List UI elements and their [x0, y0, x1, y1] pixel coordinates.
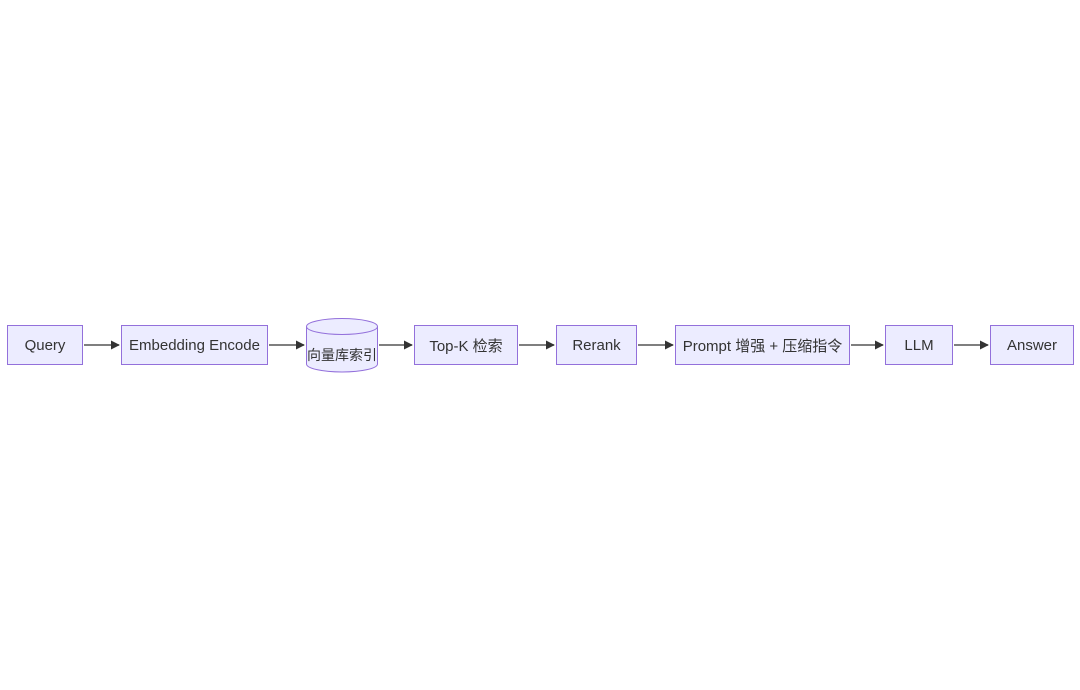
node-prompt-augment: Prompt 增强 + 压缩指令 — [675, 325, 850, 365]
node-topk-retrieval-label: Top-K 检索 — [429, 337, 503, 355]
node-answer: Answer — [990, 325, 1074, 365]
node-vector-index-label: 向量库索引 — [307, 347, 377, 363]
node-llm: LLM — [885, 325, 953, 365]
database-cylinder-icon — [306, 318, 378, 373]
node-embedding-encode-label: Embedding Encode — [129, 336, 260, 354]
node-vector-index: 向量库索引 — [306, 318, 378, 373]
node-embedding-encode: Embedding Encode — [121, 325, 268, 365]
node-topk-retrieval: Top-K 检索 — [414, 325, 518, 365]
node-answer-label: Answer — [1006, 336, 1058, 354]
node-rerank-label: Rerank — [572, 336, 621, 354]
node-llm-label: LLM — [904, 336, 934, 354]
node-prompt-augment-label: Prompt 增强 + 压缩指令 — [682, 337, 843, 355]
node-query: Query — [7, 325, 83, 365]
node-query-label: Query — [24, 336, 66, 354]
node-rerank: Rerank — [556, 325, 637, 365]
